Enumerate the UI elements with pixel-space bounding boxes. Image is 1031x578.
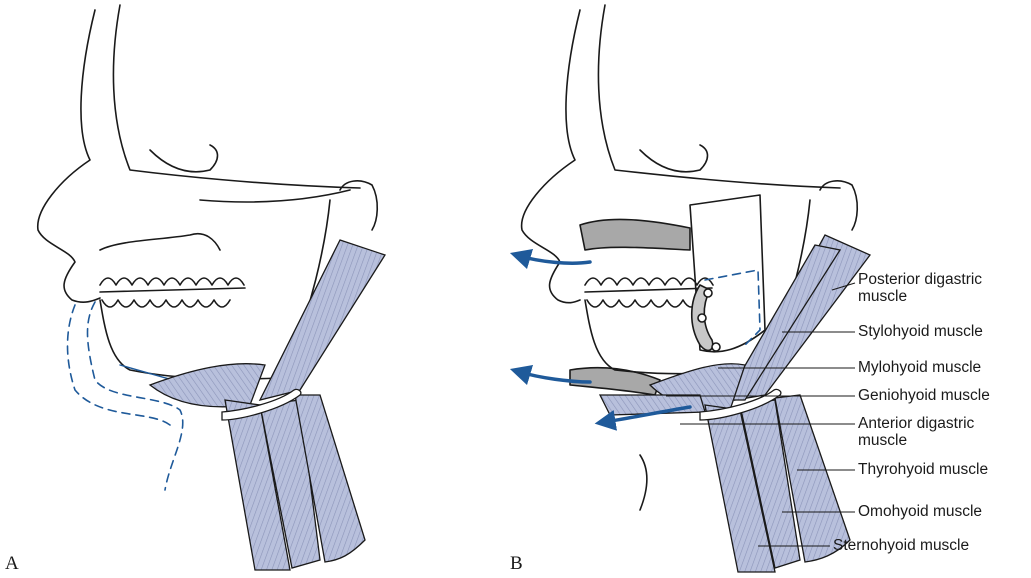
screw-1 <box>704 289 712 297</box>
label-thyrohyoid-line1: Thyrohyoid muscle <box>858 461 988 478</box>
panel-letter-b: B <box>510 553 523 575</box>
label-posterior-digastric-line1: Posterior digastric <box>858 271 982 288</box>
label-sternohyoid-line1: Sternohyoid muscle <box>833 537 969 554</box>
label-anterior-digastric-line1: Anterior digastric <box>858 415 974 432</box>
label-omohyoid-line1: Omohyoid muscle <box>858 503 982 520</box>
label-mylohyoid: Mylohyoid muscle <box>858 359 981 376</box>
label-geniohyoid: Geniohyoid muscle <box>858 387 990 404</box>
screw-2 <box>698 314 706 322</box>
skull-outline-a <box>38 10 100 302</box>
teeth-a <box>100 278 245 307</box>
label-anterior-digastric-line2: muscle <box>858 432 974 449</box>
maxilla-a <box>100 234 220 250</box>
maxilla-segment-b <box>580 219 690 250</box>
orbit-a <box>150 145 218 172</box>
chin-neck-outline-b <box>640 455 647 510</box>
cranium-line-a <box>113 5 360 188</box>
digastric-muscle-a <box>260 240 385 400</box>
label-stylohyoid-line1: Stylohyoid muscle <box>858 323 983 340</box>
orbit-b <box>640 145 708 172</box>
label-mylohyoid-line1: Mylohyoid muscle <box>858 359 981 376</box>
label-omohyoid: Omohyoid muscle <box>858 503 982 520</box>
label-posterior-digastric-line2: muscle <box>858 288 982 305</box>
label-posterior-digastric: Posterior digastric muscle <box>858 271 982 305</box>
advancement-arrow-maxilla <box>520 256 590 263</box>
label-stylohyoid: Stylohyoid muscle <box>858 323 983 340</box>
label-sternohyoid: Sternohyoid muscle <box>833 537 969 554</box>
label-thyrohyoid: Thyrohyoid muscle <box>858 461 988 478</box>
zygoma-a <box>200 190 350 202</box>
soft-tissue-dashed-a2 <box>68 305 171 425</box>
mylohyoid-muscle-a <box>150 364 265 407</box>
label-anterior-digastric: Anterior digastric muscle <box>858 415 974 449</box>
cranium-line-b <box>598 5 840 188</box>
screw-3 <box>712 343 720 351</box>
panel-letter-a: A <box>5 553 19 575</box>
label-geniohyoid-line1: Geniohyoid muscle <box>858 387 990 404</box>
